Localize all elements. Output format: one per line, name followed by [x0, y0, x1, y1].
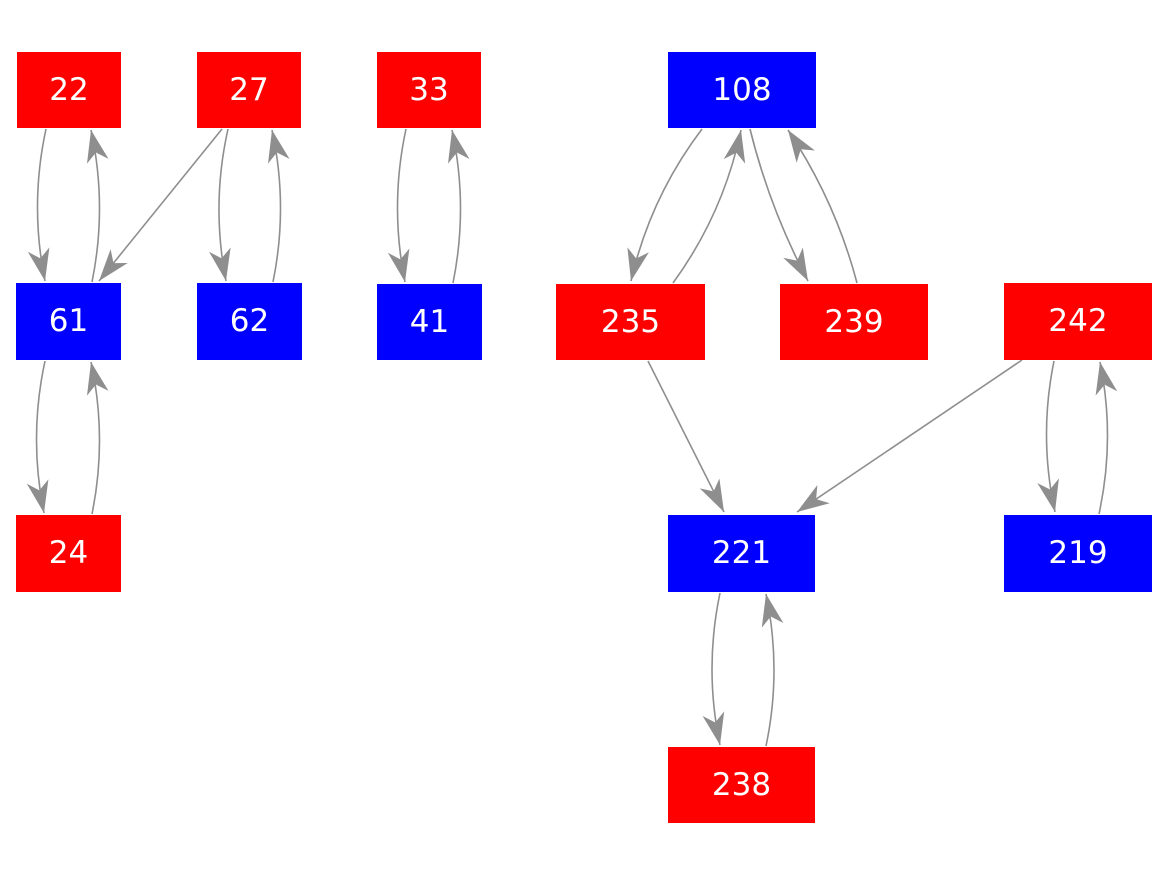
arrowhead-33-41	[387, 248, 410, 282]
node-24: 24	[16, 515, 121, 592]
node-239: 239	[780, 284, 928, 360]
node-label: 27	[229, 71, 269, 108]
arrowhead-22-61	[27, 247, 50, 281]
node-label: 41	[409, 303, 450, 340]
arrowhead-221-238	[702, 711, 725, 745]
node-label: 219	[1048, 535, 1108, 571]
node-label: 61	[48, 303, 89, 339]
node-22: 22	[17, 52, 121, 128]
node-label: 33	[409, 71, 449, 108]
node-label: 62	[229, 303, 270, 339]
node-label: 22	[49, 71, 89, 108]
node-label: 24	[48, 535, 89, 571]
node-108: 108	[668, 52, 816, 128]
edge-235-221	[647, 360, 725, 513]
node-label: 238	[711, 766, 772, 803]
node-238: 238	[668, 747, 815, 823]
arrowhead-242-221	[797, 485, 830, 512]
arrowhead-62-27	[268, 130, 290, 164]
arrowhead-27-62	[209, 247, 231, 281]
node-235: 235	[556, 284, 705, 360]
node-label: 239	[824, 303, 884, 340]
node-33: 33	[377, 52, 481, 128]
arrowhead-235-221	[699, 478, 724, 512]
edge-242-221	[796, 359, 1023, 513]
edge-27-61	[98, 128, 223, 282]
node-label: 221	[711, 535, 772, 571]
node-61: 61	[16, 283, 121, 360]
arrowhead-239-108	[788, 130, 815, 163]
node-label: 242	[1048, 303, 1108, 339]
node-label: 108	[712, 71, 772, 108]
node-label: 235	[600, 303, 661, 340]
arrowhead-108-239	[783, 247, 808, 281]
arrowhead-235-108	[723, 130, 746, 164]
node-62: 62	[197, 283, 302, 360]
arrowhead-61-22	[87, 130, 109, 164]
arrowhead-27-61	[99, 249, 128, 281]
node-27: 27	[197, 52, 301, 128]
arrowhead-41-33	[448, 130, 470, 164]
node-221: 221	[668, 515, 815, 592]
arrowhead-219-242	[1095, 362, 1118, 396]
node-219: 219	[1004, 515, 1152, 592]
arrowhead-108-235	[627, 247, 649, 281]
node-41: 41	[377, 284, 482, 360]
arrowhead-61-24	[26, 479, 49, 513]
arrowhead-238-221	[761, 594, 784, 628]
arrowhead-242-219	[1037, 478, 1059, 512]
arrowhead-24-61	[87, 362, 109, 396]
node-242: 242	[1004, 283, 1152, 360]
